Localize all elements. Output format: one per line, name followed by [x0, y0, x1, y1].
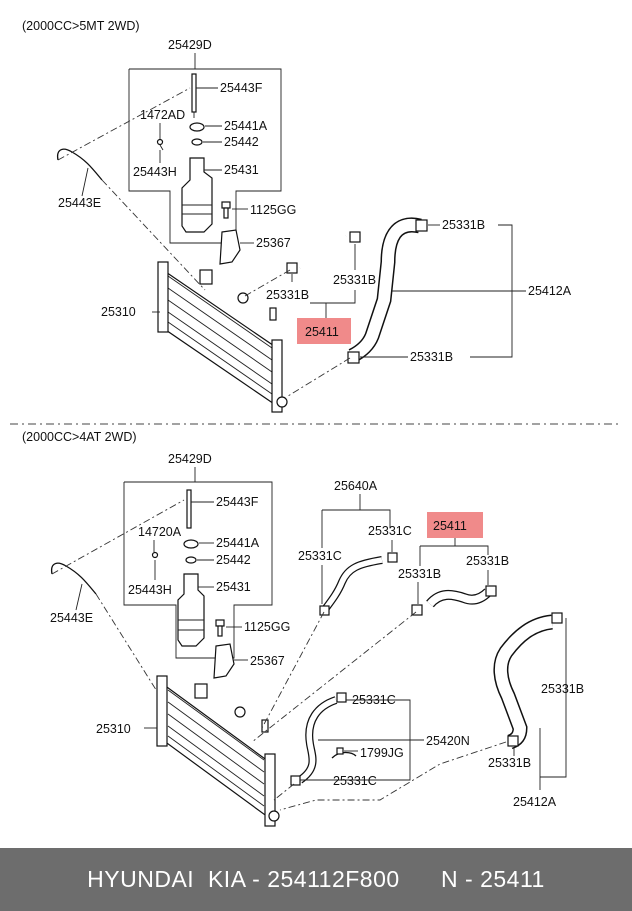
bottom-overflow-hose: [50, 562, 97, 595]
bottom-bolt-part: [215, 619, 225, 637]
bottom-clamp-h: [290, 775, 301, 786]
bottom-label-25412a: 25412A: [513, 795, 557, 809]
top-clamp-c: [415, 219, 428, 232]
top-label-25310: 25310: [101, 305, 136, 319]
bottom-label-25411: 25411: [433, 519, 467, 533]
bottom-bracket-part: [213, 643, 235, 679]
top-label-25331b-c: 25331B: [442, 218, 485, 232]
footer-bar: HYUNDAI KIA - 254112F800 N - 25411: [0, 848, 632, 911]
top-bolt-part: [221, 201, 231, 219]
bottom-label-25331c-d: 25331C: [333, 774, 377, 788]
bottom-clamp-f: [507, 735, 519, 747]
top-dipstick-part: [191, 73, 197, 118]
bottom-label-25429d: 25429D: [168, 452, 212, 466]
bottom-clamp-b: [387, 552, 398, 563]
top-overflow-hose: [56, 148, 103, 181]
top-label-1472ad: 1472AD: [140, 108, 185, 122]
top-cap-part: [189, 122, 205, 132]
top-label-25443h: 25443H: [133, 165, 177, 179]
top-label-25331b-d: 25331B: [410, 350, 453, 364]
bottom-label-25443f: 25443F: [216, 495, 259, 509]
bottom-dipstick-part: [186, 489, 192, 529]
top-label-25411: 25411: [305, 325, 339, 339]
top-seal-part: [191, 138, 203, 146]
bottom-clamp-e: [551, 612, 563, 624]
bottom-label-14720a: 14720A: [138, 525, 182, 539]
bottom-label-25331b-c: 25331B: [541, 682, 584, 696]
top-label-25441a: 25441A: [224, 119, 268, 133]
bottom-label-25441a: 25441A: [216, 536, 260, 550]
bottom-section-title: (2000CC>4AT 2WD): [22, 430, 137, 444]
top-label-25429d: 25429D: [168, 38, 212, 52]
top-label-25412a: 25412A: [528, 284, 572, 298]
bottom-label-1799jg: 1799JG: [360, 746, 404, 760]
top-radiator-part: [157, 261, 288, 413]
bottom-label-25331c-b: 25331C: [368, 524, 412, 538]
bottom-clamp-g: [336, 692, 347, 703]
bottom-label-25442: 25442: [216, 553, 251, 567]
top-label-25331b-b: 25331B: [333, 273, 376, 287]
bottom-reservoir-group-box: [123, 481, 273, 659]
bottom-label-25443h: 25443H: [128, 583, 172, 597]
top-label-1125gg: 1125GG: [250, 203, 296, 217]
bottom-clamp-a: [319, 605, 330, 616]
bottom-highlight-25411: [427, 512, 483, 538]
bottom-label-25331c-c: 25331C: [352, 693, 396, 707]
bottom-seal-part: [185, 556, 197, 564]
top-label-25431: 25431: [224, 163, 259, 177]
top-label-25443e: 25443E: [58, 196, 101, 210]
bottom-label-25420n: 25420N: [426, 734, 470, 748]
top-clamp-b: [349, 231, 361, 243]
bottom-label-25640a: 25640A: [334, 479, 378, 493]
bottom-radiator-part: [156, 675, 280, 827]
top-label-25331b-a: 25331B: [266, 288, 309, 302]
parts-diagram: (2000CC>5MT 2WD) 25429D 25443F 1472AD 25…: [10, 19, 622, 827]
bottom-clamp-c: [411, 604, 423, 616]
bottom-clamp-d: [485, 585, 497, 597]
top-label-25367: 25367: [256, 236, 291, 250]
top-label-25443f: 25443F: [220, 81, 263, 95]
bottom-reservoir-tank: [177, 573, 205, 647]
bottom-cap-part: [183, 539, 199, 549]
bottom-label-25331c-a: 25331C: [298, 549, 342, 563]
bottom-label-25367: 25367: [250, 654, 285, 668]
bottom-label-25431: 25431: [216, 580, 251, 594]
bottom-clip-part: [331, 751, 357, 759]
bottom-label-25310: 25310: [96, 722, 131, 736]
bottom-label-1125gg: 1125GG: [244, 620, 290, 634]
top-bracket-part: [219, 229, 241, 265]
top-reservoir-tank: [181, 157, 213, 233]
top-section-title: (2000CC>5MT 2WD): [22, 19, 140, 33]
bottom-label-25331b-b: 25331B: [466, 554, 509, 568]
bottom-label-25443e: 25443E: [50, 611, 93, 625]
top-clamp-d: [347, 351, 360, 364]
top-highlight-25411: [297, 318, 351, 344]
footer-brand-partnumber: HYUNDAI KIA - 254112F800: [87, 866, 400, 892]
top-clamp-a: [286, 262, 298, 274]
top-label-25442: 25442: [224, 135, 259, 149]
footer-ref: N - 25411: [441, 866, 545, 892]
bottom-label-25331b-a: 25331B: [398, 567, 441, 581]
bottom-label-25331b-d: 25331B: [488, 756, 531, 770]
